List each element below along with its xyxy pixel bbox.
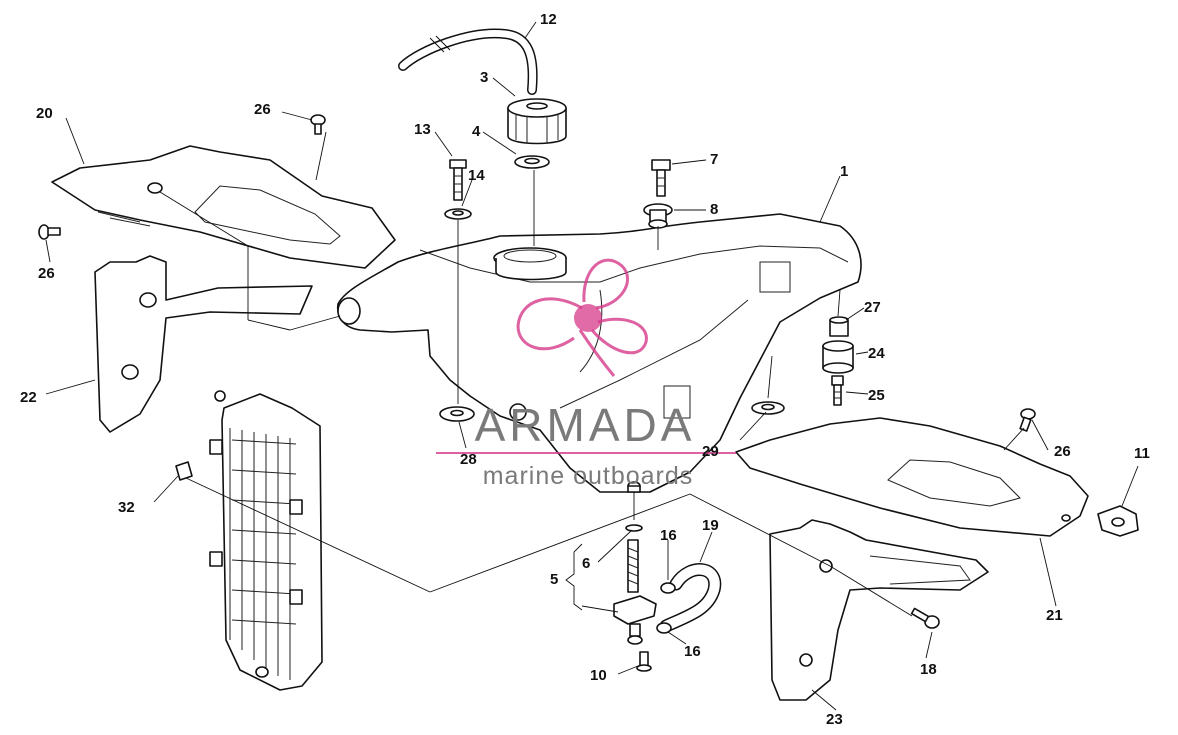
callout-6: 6 [582, 555, 590, 572]
hose-clamp-lower [656, 622, 672, 634]
callout-22: 20 [36, 105, 53, 122]
filler-cap [507, 98, 567, 145]
callout-3: 3 [480, 69, 488, 86]
callout-18: 18 [920, 661, 937, 678]
propeller-logo-icon [516, 258, 648, 377]
bolt-21 [831, 375, 844, 406]
front-mount-bolt [444, 159, 472, 220]
callout-29: 29 [702, 443, 719, 460]
callout-20: 19 [702, 517, 719, 534]
radiator [209, 390, 323, 691]
callout-28: 28 [460, 451, 477, 468]
right-radiator-cover [735, 417, 1089, 537]
cap-seal [514, 155, 550, 169]
left-radiator-cover [51, 145, 396, 269]
callout-5: 5 [550, 571, 558, 588]
screw-26-right [1019, 408, 1036, 432]
callout-19: 24 [868, 345, 885, 362]
callout-12: 12 [540, 11, 557, 28]
callout-4: 4 [472, 123, 481, 140]
callout-labels: 12 3 4 13 14 7 8 1 27 24 25 29 28 20 26 … [20, 11, 1150, 728]
callout-24: 22 [20, 389, 37, 406]
callout-13: 13 [414, 121, 431, 138]
fuel-hose [659, 563, 722, 633]
breather-hose [398, 28, 538, 95]
callout-8: 8 [710, 201, 718, 218]
callout-25: 23 [826, 711, 843, 728]
watermark-tagline: marine outboards [483, 462, 694, 490]
rubber-mount-19 [822, 340, 854, 374]
callout-16-upper: 16 [660, 527, 677, 544]
callout-7: 7 [710, 151, 718, 168]
callout-27: 27 [864, 299, 881, 316]
screw-26-top [310, 114, 326, 135]
screw-26-left [38, 224, 61, 240]
clip-32 [175, 461, 193, 481]
hose-clamp-upper [660, 582, 676, 594]
right-side-panel [769, 519, 989, 701]
fuel-tap [613, 481, 657, 645]
clip-11 [1097, 505, 1139, 537]
watermark-brand: ARMADA [475, 399, 696, 451]
washer-29 [751, 401, 785, 415]
screw-18 [910, 607, 940, 629]
rear-mount-bolt [643, 159, 673, 229]
bolt-10 [636, 651, 652, 672]
washer-28 [439, 406, 475, 422]
callout-23: 21 [1046, 607, 1063, 624]
callout-14: 14 [468, 167, 485, 184]
callout-21: 25 [868, 387, 885, 404]
fuel-tank [336, 213, 862, 493]
callout-16-lower: 16 [684, 643, 701, 660]
leader-lines [45, 21, 1139, 711]
callout-11: 11 [1134, 445, 1150, 462]
callout-26-top: 26 [254, 101, 271, 118]
callout-26-left: 26 [38, 265, 55, 282]
callout-10: 10 [590, 667, 607, 684]
callout-26-right: 26 [1054, 443, 1071, 460]
callout-32: 32 [118, 499, 135, 516]
watermark: ARMADA marine outboards [436, 258, 736, 490]
rubber-mount-27 [829, 316, 849, 337]
left-side-panel [94, 255, 313, 433]
callout-1: 1 [840, 163, 848, 180]
